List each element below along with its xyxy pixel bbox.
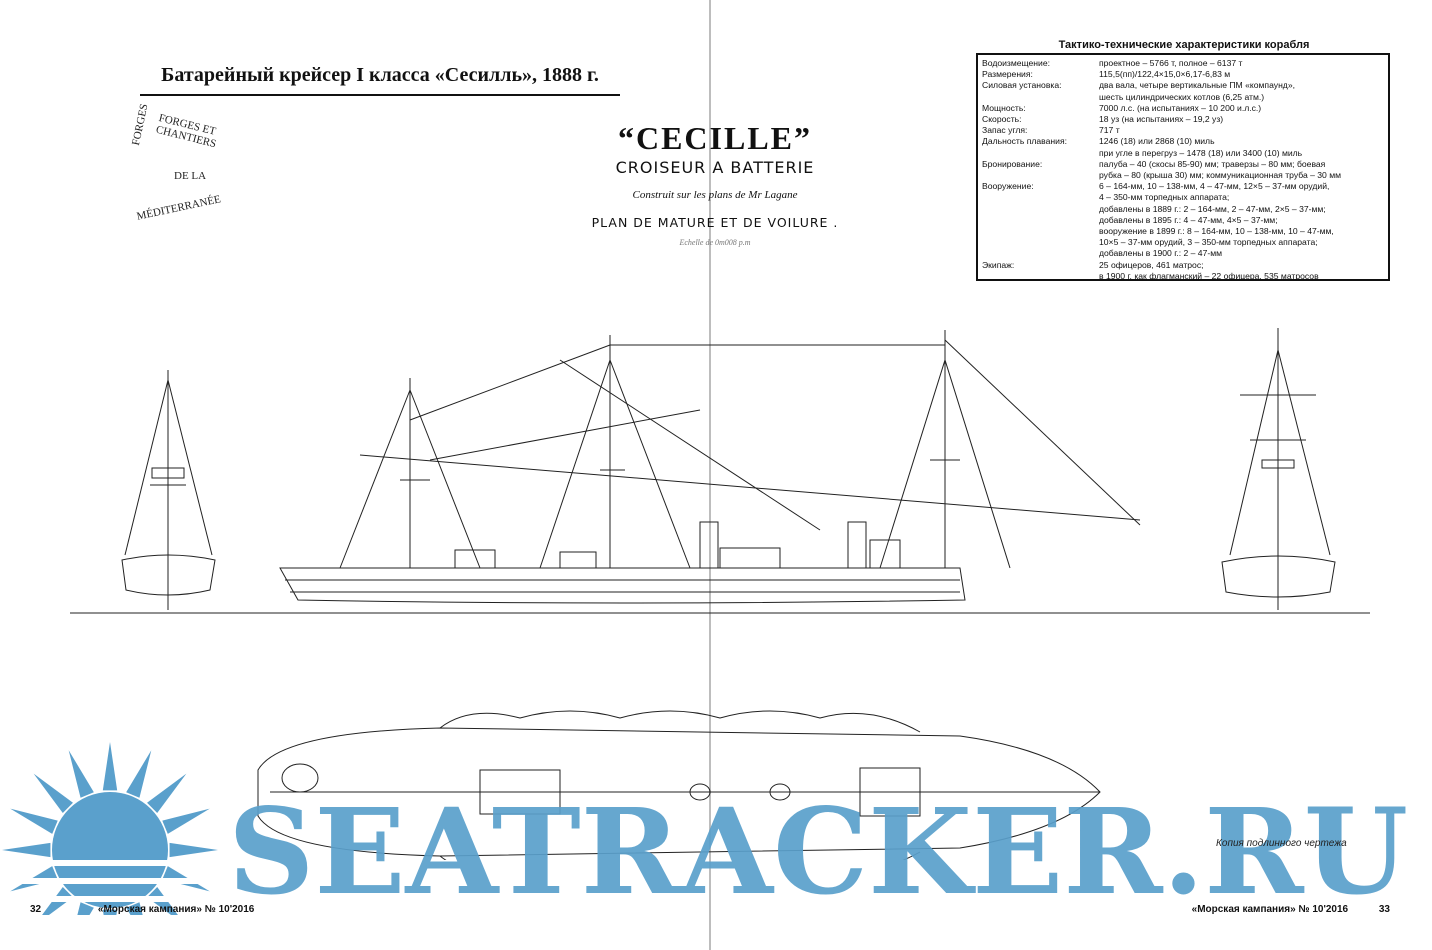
watermark-text: SEATRACKER.RU [228, 782, 1408, 915]
spec-value-line: 18 уз (на испытаниях – 19,2 уз) [1099, 114, 1224, 125]
specs-table: Водоизмещение: проектное – 5766 т, полное… [976, 53, 1390, 281]
sun-ray [102, 742, 118, 791]
spec-value-line: шесть цилиндрических котлов (6,25 атм.) [1099, 91, 1265, 102]
plan-heading: “CECILLE” CROISEUR A BATTERIE Construit … [580, 120, 850, 247]
spec-value-line: проектное – 5766 т, полное – 6137 т [1099, 58, 1243, 68]
sun-ray [77, 902, 94, 915]
specs-title: Тактико-технические характеристики кораб… [1058, 39, 1310, 51]
spec-label: Запас угля: [982, 125, 1028, 136]
spec-value-line: 25 офицеров, 461 матрос; [1099, 259, 1204, 270]
page-number-left: 32 [30, 904, 42, 915]
plan-scale: Echelle de 0m008 p.m [679, 238, 751, 247]
sun-ray [33, 773, 73, 813]
footer-right: «Морская кампания» № 10'2016 33 [1192, 904, 1390, 915]
sun-ray [2, 842, 51, 858]
stern-view [1221, 328, 1336, 610]
stamp-bottom-text: MÉDITERRANÉE [135, 193, 222, 223]
spec-label: Водоизмещение: [982, 58, 1051, 68]
watermark: SEATRACKER.RU [0, 742, 1408, 915]
spec-row: Мощность: 7000 л.с. (на испытаниях – 10 2… [982, 103, 1384, 114]
spec-values: два вала, четыре вертикальные ПМ «компау… [1099, 80, 1384, 102]
spec-value-line: два вала, четыре вертикальные ПМ «компау… [1099, 80, 1295, 91]
sun-ray [10, 808, 58, 834]
spec-value-line: добавлены в 1895 г.: 4 – 47-мм, 4×5 – 37… [1099, 214, 1278, 225]
spec-row: Размерения: 115,5(пп)/122,4×15,0×6,17-6,8… [982, 69, 1384, 80]
spec-value-line: 10×5 – 37-мм орудий, 3 – 350-мм торпедны… [1099, 237, 1318, 248]
spec-row: Скорость: 18 уз (на испытаниях – 19,2 уз) [982, 114, 1384, 125]
spec-label: Дальность плавания: [982, 136, 1067, 147]
publication-left: «Морская кампания» № 10'2016 [97, 904, 255, 915]
spec-values: 115,5(пп)/122,4×15,0×6,17-6,83 м [1099, 69, 1384, 80]
sun-ray [162, 808, 210, 834]
spec-values: 7000 л.с. (на испытаниях – 10 200 и.л.с.… [1099, 103, 1384, 114]
deck-plan [257, 710, 1101, 860]
spec-value-line: 1246 (18) или 2868 (10) миль [1099, 136, 1215, 147]
spec-label: Размерения: [982, 69, 1033, 80]
spec-value-line: в 1900 г. как флагманский – 22 офицера, … [1099, 270, 1319, 281]
bow-view [121, 370, 216, 610]
spec-label: Экипаж: [982, 259, 1015, 270]
spec-row: Запас угля: 717 т [982, 125, 1384, 136]
plan-title: PLAN DE MATURE ET DE VOILURE . [591, 215, 839, 230]
stamp-top-text: FORGES ET CHANTIERS [154, 112, 218, 151]
footer-left: 32 «Морская кампания» № 10'2016 [30, 904, 254, 915]
spec-values: 18 уз (на испытаниях – 19,2 уз) [1099, 114, 1384, 125]
publication-right: «Морская кампания» № 10'2016 [1191, 904, 1349, 915]
sun-ray [126, 902, 143, 915]
spec-row: Вооружение: 6 – 164-мм, 10 – 138-мм, 4 – … [982, 181, 1384, 259]
spec-value-line: 717 т [1099, 125, 1120, 136]
spec-value-line: добавлены в 1889 г.: 2 – 164-мм, 2 – 47-… [1099, 203, 1326, 214]
spec-values: 25 офицеров, 461 матрос;в 1900 г. как фл… [1099, 260, 1384, 282]
spec-value-line: 7000 л.с. (на испытаниях – 10 200 и.л.с.… [1099, 102, 1262, 113]
stamp-middle-text: DE LA [174, 170, 207, 182]
spec-label: Силовая установка: [982, 80, 1062, 91]
page-spread-divider [709, 0, 711, 950]
spec-value-line: 6 – 164-мм, 10 – 138-мм, 4 – 47-мм, 12×5… [1099, 181, 1330, 192]
spec-row: Силовая установка: два вала, четыре верти… [982, 80, 1384, 102]
spec-label: Бронирование: [982, 158, 1043, 169]
ship-plan-drawing [70, 328, 1370, 860]
sun-ray [102, 909, 118, 915]
spec-row: Экипаж: 25 офицеров, 461 матрос;в 1900 г.… [982, 260, 1384, 282]
ship-name: “CECILLE” [617, 120, 813, 156]
spec-row: Дальность плавания: 1246 (18) или 2868 (1… [982, 136, 1384, 158]
side-profile [279, 330, 1141, 604]
spec-value-line: палуба – 40 (скосы 85-90) мм; траверзы –… [1099, 158, 1326, 169]
spec-label: Мощность: [982, 102, 1026, 113]
spec-values: палуба – 40 (скосы 85-90) мм; траверзы –… [1099, 159, 1384, 181]
spec-value-line: добавлены в 1900 г.: 2 – 47-мм [1099, 248, 1223, 259]
stamp-top-left: FORGES [130, 102, 151, 147]
spec-value-line: вооружение в 1899 г.: 8 – 164-мм, 10 – 1… [1099, 226, 1334, 237]
spec-row: Водоизмещение: проектное – 5766 т, полное… [982, 58, 1384, 69]
spec-values: проектное – 5766 т, полное – 6137 т [1099, 58, 1384, 69]
spec-value-line: при угле в перегруз – 1478 (18) или 3400… [1099, 147, 1303, 158]
spec-value-line: 4 – 350-мм торпедных аппарата; [1099, 192, 1230, 203]
spec-value-line: рубка – 80 (крыша 30) мм; коммуникационн… [1099, 170, 1342, 181]
sun-ray [68, 750, 94, 798]
spec-label: Вооружение: [982, 181, 1034, 192]
sun-ray [126, 750, 152, 798]
sun-ray [147, 773, 187, 813]
page-number-right: 33 [1378, 904, 1390, 915]
spec-values: 717 т [1099, 125, 1384, 136]
spec-row: Бронирование: палуба – 40 (скосы 85-90) м… [982, 159, 1384, 181]
ship-type: CROISEUR A BATTERIE [615, 158, 815, 177]
sun-ray [169, 842, 218, 858]
spec-label: Скорость: [982, 114, 1022, 125]
page-title: Батарейный крейсер I класса «Сесилль», 1… [140, 58, 620, 96]
sun-logo-icon [0, 742, 240, 915]
designer-note: Construit sur les plans de Mr Lagane [632, 189, 798, 201]
spec-value-line: 115,5(пп)/122,4×15,0×6,17-6,83 м [1099, 69, 1231, 80]
spec-values: 6 – 164-мм, 10 – 138-мм, 4 – 47-мм, 12×5… [1099, 181, 1384, 259]
shipyard-stamp: FORGES FORGES ET CHANTIERS DE LA MÉDITER… [118, 103, 258, 230]
drawing-note: Копия подлинного чертежа [1216, 838, 1347, 849]
